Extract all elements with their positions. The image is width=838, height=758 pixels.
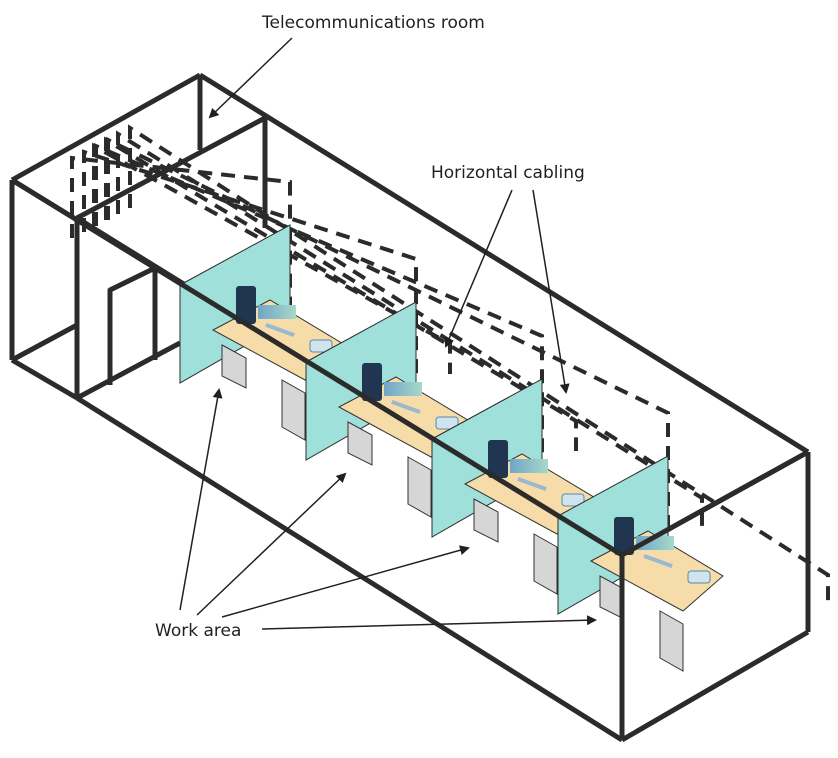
arrow-telecom-room (208, 37, 293, 119)
computer-tower-icon (236, 286, 256, 324)
monitor-icon (510, 459, 548, 473)
desk-leg (347, 421, 373, 466)
arrow-work-area-1 (179, 388, 223, 611)
desk-leg (221, 344, 247, 389)
desk-leg (281, 379, 306, 441)
telephone-icon (435, 416, 459, 430)
keyboard-icon (391, 399, 421, 415)
monitor-icon (258, 305, 296, 319)
label-telecommunications-room: Telecommunications room (262, 13, 485, 33)
callout-arrows (179, 37, 597, 630)
cable-run (94, 142, 544, 486)
arrow-cabling-2 (532, 189, 570, 394)
telephone-icon (309, 339, 333, 353)
arrow-work-area-3 (221, 545, 470, 618)
computer-tower-icon (362, 363, 382, 401)
monitor-icon (384, 382, 422, 396)
cable-run (104, 136, 578, 451)
arrow-work-area-2 (196, 472, 347, 616)
room-front-frame (10, 177, 810, 740)
workstations (179, 224, 724, 672)
arrow-work-area-4 (261, 615, 597, 630)
workstation-4 (557, 455, 724, 672)
computer-tower-icon (488, 440, 508, 478)
desk-leg (533, 533, 558, 595)
keyboard-icon (265, 322, 295, 338)
cable-run (82, 149, 418, 409)
arrow-cabling-1 (444, 189, 513, 348)
desk-leg (407, 456, 432, 518)
desk-leg (473, 498, 499, 543)
telephone-icon (561, 493, 585, 507)
telephone-icon (687, 570, 711, 584)
cable-run (106, 136, 670, 563)
label-horizontal-cabling: Horizontal cabling (431, 163, 585, 183)
label-work-area: Work area (155, 621, 242, 641)
cable-run (128, 124, 830, 605)
keyboard-icon (643, 553, 673, 569)
keyboard-icon (517, 476, 547, 492)
desk-leg (659, 610, 684, 672)
computer-tower-icon (614, 517, 634, 555)
